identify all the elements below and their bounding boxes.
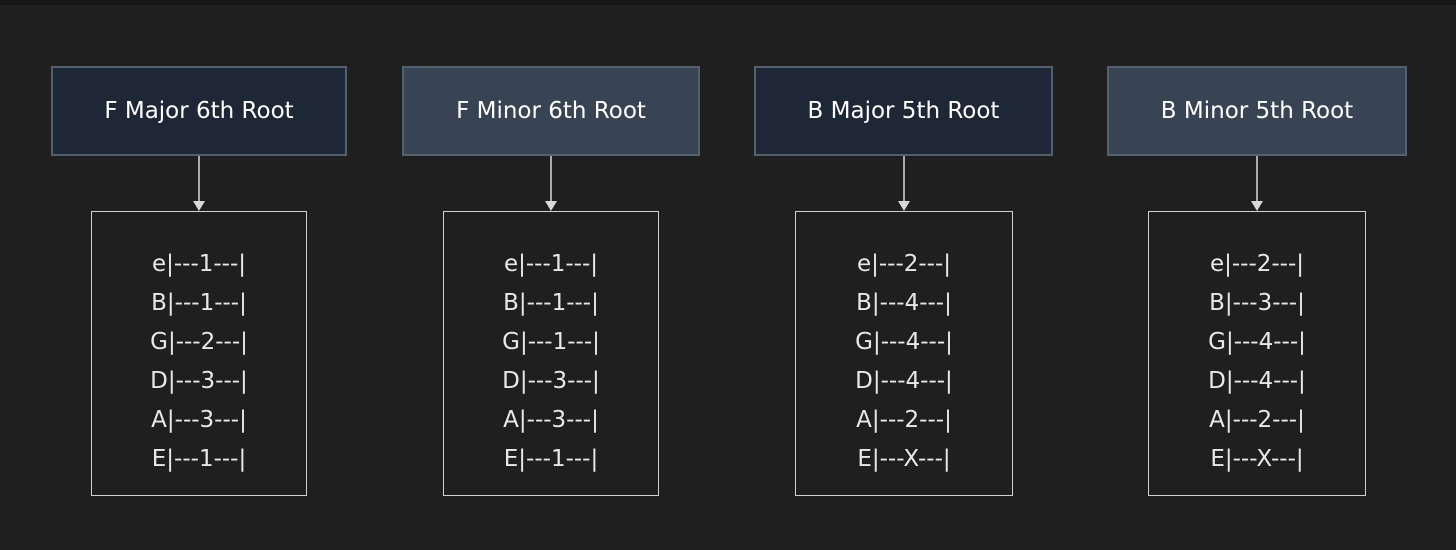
tab-line-g: G|---2---| xyxy=(150,329,248,355)
tab-box: e|---2---| B|---3---| G|---4---| D|---4-… xyxy=(1148,211,1366,496)
tab-line-high-e: e|---2---| xyxy=(1209,251,1305,277)
tab-box: e|---1---| B|---1---| G|---1---| D|---3-… xyxy=(443,211,659,496)
chord-title: F Minor 6th Root xyxy=(456,98,646,124)
tab-box: e|---2---| B|---4---| G|---4---| D|---4-… xyxy=(795,211,1013,496)
arrow-down-icon xyxy=(545,156,557,211)
tab-line-d: D|---3---| xyxy=(502,368,600,394)
tab-line-high-e: e|---1---| xyxy=(151,251,247,277)
tab-line-low-e: E|---1---| xyxy=(151,446,247,472)
tab-line-d: D|---4---| xyxy=(855,368,953,394)
chord-title: B Major 5th Root xyxy=(807,98,1000,124)
tab-line-high-e: e|---2---| xyxy=(856,251,952,277)
tab-line-g: G|---4---| xyxy=(1208,329,1306,355)
tab-line-a: A|---2---| xyxy=(856,407,952,433)
tab-line-g: G|---4---| xyxy=(855,329,953,355)
tab-line-low-e: E|---X---| xyxy=(857,446,951,472)
tab-line-low-e: E|---X---| xyxy=(1210,446,1304,472)
tab-line-a: A|---2---| xyxy=(1209,407,1305,433)
tab-line-g: G|---1---| xyxy=(502,329,600,355)
chord-title-box: B Major 5th Root xyxy=(754,66,1053,156)
tab-line-a: A|---3---| xyxy=(151,407,247,433)
chord-title: B Minor 5th Root xyxy=(1160,98,1354,124)
tab-line-b: B|---1---| xyxy=(503,290,599,316)
tab-line-high-e: e|---1---| xyxy=(503,251,599,277)
arrow-down-icon xyxy=(1251,156,1263,211)
arrow-down-icon xyxy=(898,156,910,211)
tab-line-b: B|---3---| xyxy=(1209,290,1305,316)
tab-line-a: A|---3---| xyxy=(503,407,599,433)
tab-line-d: D|---4---| xyxy=(1208,368,1306,394)
tab-box: e|---1---| B|---1---| G|---2---| D|---3-… xyxy=(91,211,307,496)
tab-line-b: B|---1---| xyxy=(151,290,247,316)
chord-title-box: F Minor 6th Root xyxy=(402,66,700,156)
tab-line-d: D|---3---| xyxy=(150,368,248,394)
chord-title-box: B Minor 5th Root xyxy=(1107,66,1407,156)
arrow-down-icon xyxy=(193,156,205,211)
tab-line-low-e: E|---1---| xyxy=(503,446,599,472)
tab-line-b: B|---4---| xyxy=(856,290,952,316)
chord-title: F Major 6th Root xyxy=(104,98,294,124)
chord-title-box: F Major 6th Root xyxy=(51,66,347,156)
